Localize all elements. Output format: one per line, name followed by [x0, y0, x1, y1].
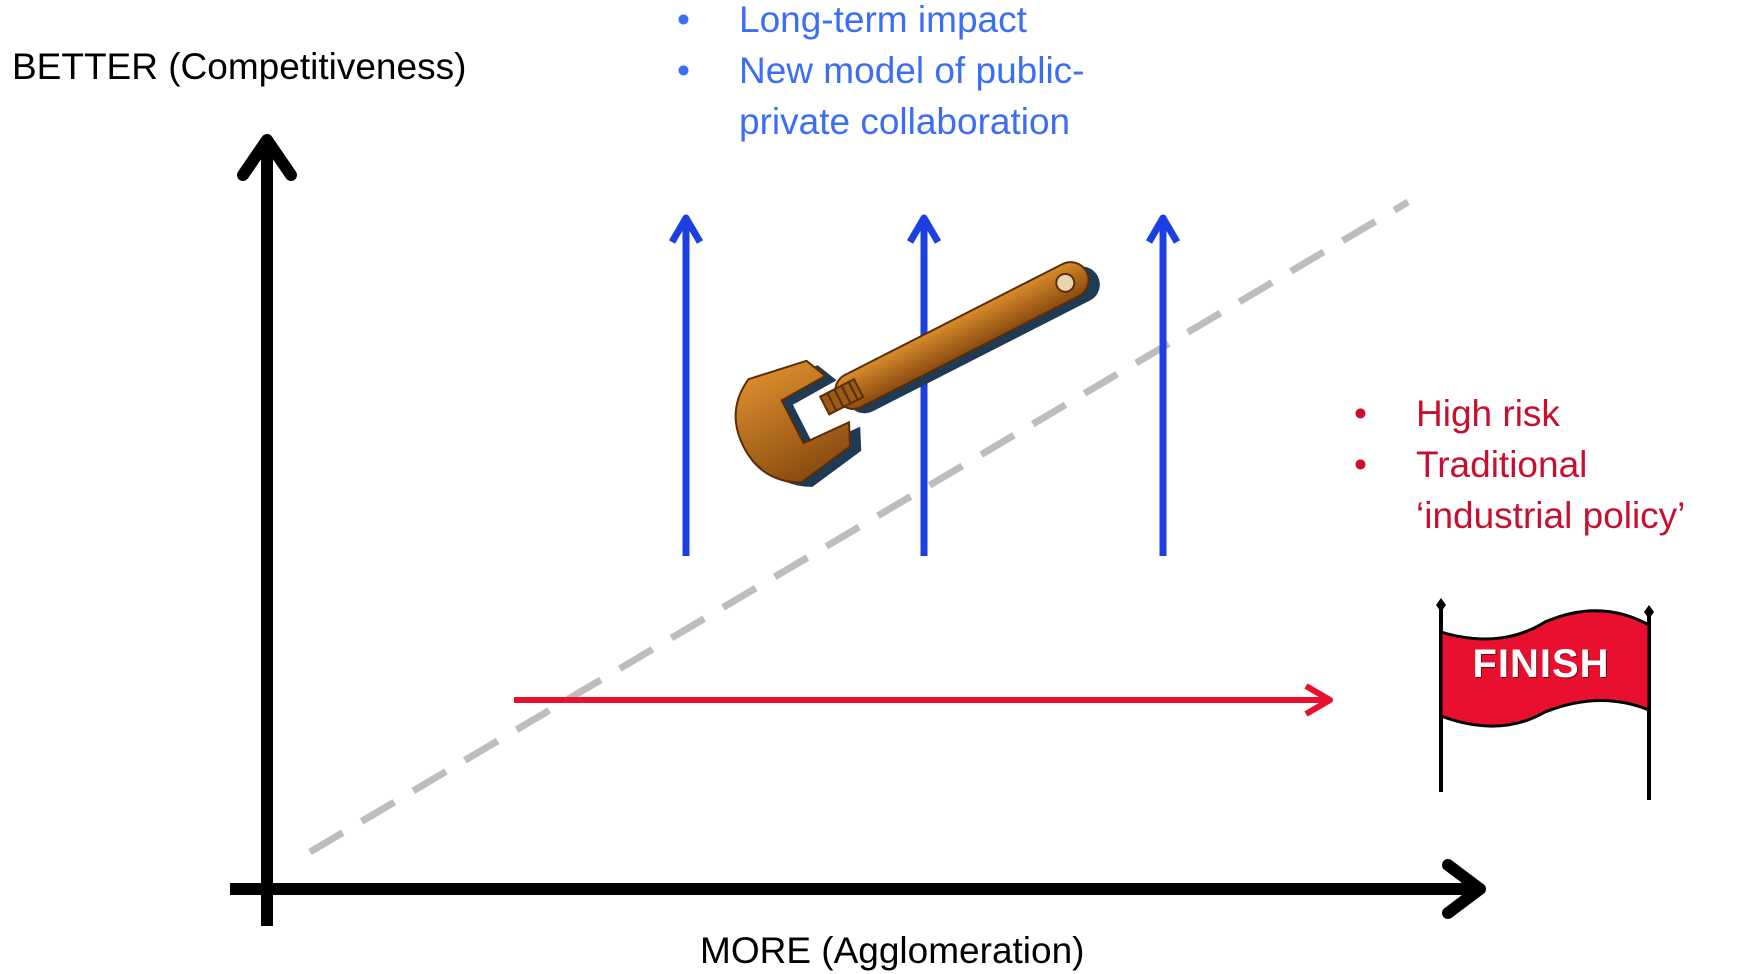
y-axis-label: BETTER (Competitiveness)	[12, 46, 467, 87]
blue-arrow-middle	[906, 214, 942, 556]
red-arrow	[514, 683, 1333, 717]
finish-flag-label: FINISH	[1472, 642, 1610, 686]
x-axis-label: MORE (Agglomeration)	[700, 930, 1085, 971]
blue-arrow-right	[1145, 214, 1181, 556]
red-notes-list: High risk Traditional ‘industrial policy…	[1354, 388, 1685, 541]
wrench-icon	[734, 261, 1100, 487]
finish-flag-icon	[1436, 598, 1654, 800]
blue-note-collaboration: New model of public- private collaborati…	[677, 45, 1084, 147]
y-axis	[237, 134, 297, 926]
red-note-high-risk: High risk	[1354, 388, 1685, 439]
blue-arrow-left	[668, 214, 704, 556]
x-axis	[230, 859, 1486, 919]
dashed-trend-line	[308, 198, 1410, 856]
red-note-industrial-policy: Traditional ‘industrial policy’	[1354, 439, 1685, 541]
blue-note-long-term: Long-term impact	[677, 0, 1084, 45]
blue-notes-list: Long-term impact New model of public- pr…	[677, 0, 1084, 147]
